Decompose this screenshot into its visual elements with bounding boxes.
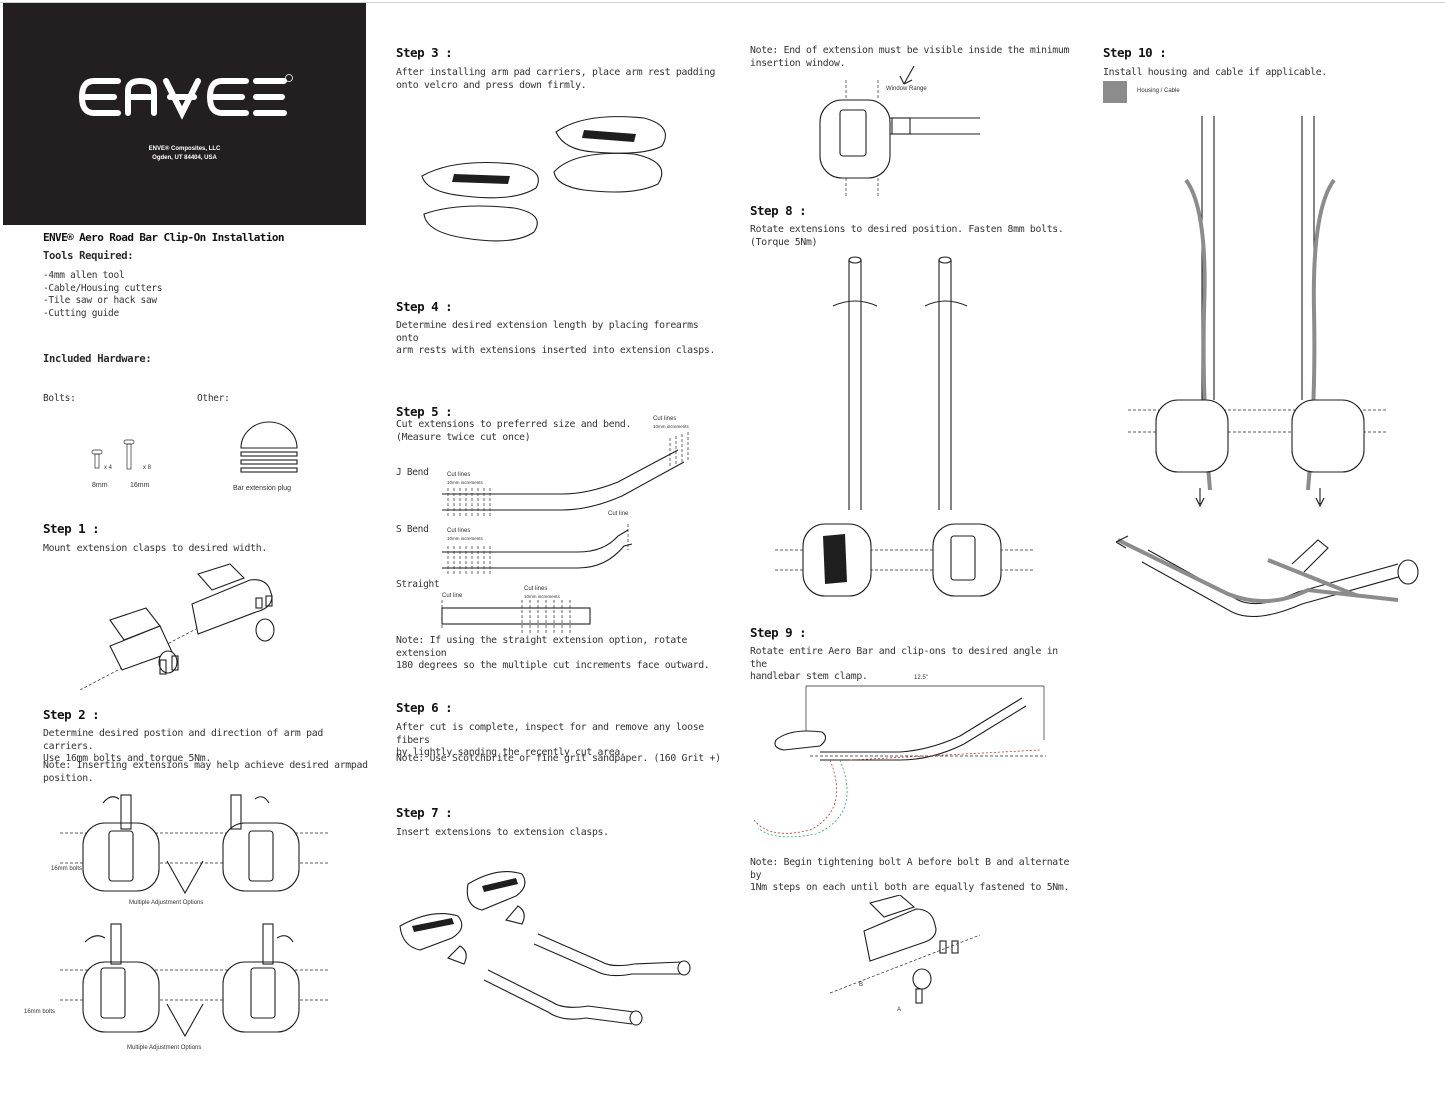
bolt-a-label: A (897, 1007, 902, 1013)
step-3-armrest-illustration (421, 116, 666, 242)
step-6-title: Step 6 : (396, 700, 453, 715)
bolts-illustration (91, 439, 135, 470)
bar-plug-illustration (240, 421, 298, 473)
step-3-text: After installing arm pad carriers, place… (396, 67, 716, 91)
step-4-title: Step 4 : (396, 299, 453, 314)
bolt-16-label: 16mm (130, 482, 150, 489)
s-bend-label: S Bend (396, 524, 429, 535)
step-3-title: Step 3 : (396, 45, 453, 60)
step-9-note: Note: Begin tightening bolt A before bol… (750, 857, 1070, 893)
step-2-bolts-label: 16mm bolts (51, 866, 83, 872)
tool-item: -Cutting guide (43, 307, 119, 319)
j-bend-cut-lines-label: Cut lines (447, 472, 471, 478)
step-8-text: Rotate extensions to desired position. F… (750, 224, 1064, 248)
straight-label: Straight (396, 579, 440, 590)
step-2-armpad-illustration-bottom (60, 923, 330, 1038)
step-6-note: Note: Use Scotchbrite or fine grit sandp… (396, 753, 721, 764)
s-bend-cut-line-label: Cut line (608, 511, 629, 517)
step-7-text: Insert extensions to extension clasps. (396, 827, 609, 838)
step-2-armpad-illustration-top (60, 794, 330, 895)
step-5-note: Note: If using the straight extension op… (396, 635, 710, 671)
window-range-label: Window Range (886, 86, 927, 92)
step-1-title: Step 1 : (43, 521, 100, 536)
straight-cut-lines-label: Cut lines (524, 586, 548, 592)
step-9-text: Rotate entire Aero Bar and clip-ons to d… (750, 646, 1058, 682)
tools-list: -4mm allen tool -Cable/Housing cutters -… (43, 270, 163, 320)
step-8-title: Step 8 : (750, 203, 807, 218)
tools-heading: Tools Required: (43, 250, 134, 262)
company-address: Ogden, UT 84404, USA (152, 155, 217, 161)
j-bend-increments-label: 10mm increments (447, 480, 483, 485)
step-2-note: Note: Inserting extensions may help achi… (43, 760, 368, 784)
step-2-bolts-label-2: 16mm bolts (24, 1009, 56, 1015)
step-7-title: Step 7 : (396, 805, 453, 820)
step-5-title: Step 5 : (396, 404, 453, 419)
step-7-insert-illustration (399, 871, 691, 1026)
s-bend-cut-lines-label: Cut lines (447, 528, 471, 534)
bolts-label: Bolts: (43, 393, 76, 404)
step-1-clasp-illustration (80, 563, 275, 691)
step-9-title: Step 9 : (750, 625, 807, 640)
company-name: ENVE® Composites, LLC (148, 146, 221, 152)
j-bend-label: J Bend (396, 467, 429, 478)
step-9-angle-illustration (753, 685, 1046, 838)
brand-header-panel: ENVE® Composites, LLC Ogden, UT 84404, U… (3, 3, 366, 225)
step-2-options-label: Multiple Adjustment Options (129, 900, 204, 906)
step-7-window-illustration (819, 65, 980, 198)
housing-cable-swatch (1103, 81, 1127, 103)
hardware-heading: Included Hardware: (43, 353, 152, 365)
bar-plug-label: Bar extension plug (233, 485, 291, 492)
j-bend-tip-cut-lines-label: Cut lines (653, 416, 677, 422)
bolt-16-qty: x 8 (143, 465, 152, 471)
top-rule (0, 2, 1445, 3)
s-bend-increments-label: 10mm increments (447, 536, 483, 541)
step-7-window-note: Note: End of extension must be visible i… (750, 45, 1070, 69)
tool-item: -Cable/Housing cutters (43, 282, 163, 294)
step-10-text: Install housing and cable if applicable. (1103, 67, 1327, 78)
step-8-rotate-illustration (775, 256, 1033, 597)
step-5-text: Cut extensions to preferred size and ben… (396, 419, 632, 443)
bolt-8-label: 8mm (92, 482, 108, 489)
straight-increments-label: 10mm increments (524, 594, 560, 599)
step-4-text: Determine desired extension length by pl… (396, 320, 716, 356)
housing-cable-legend-label: Housing / Cable (1137, 88, 1180, 94)
step-10-cable-routing-illustration (1128, 116, 1388, 508)
enve-logo-graphic (78, 74, 293, 120)
step-1-text: Mount extension clasps to desired width. (43, 543, 267, 554)
step-5-extension-diagrams (441, 432, 689, 634)
step-9-bolt-illustration (830, 895, 981, 1004)
other-label: Other: (197, 393, 230, 404)
straight-cut-line-label: Cut line (442, 593, 463, 599)
step-2-title: Step 2 : (43, 707, 100, 722)
bolt-8-qty: x 4 (104, 465, 113, 471)
step-9-measure-label: 12.5" (914, 675, 928, 681)
step-2-options-label-2: Multiple Adjustment Options (127, 1045, 202, 1051)
step-6-text: After cut is complete, inspect for and r… (396, 722, 704, 758)
j-bend-tip-increments-label: 10mm increments (653, 424, 689, 429)
step-10-title: Step 10 : (1103, 45, 1167, 60)
tool-item: -Tile saw or hack saw (43, 295, 157, 306)
page-title: ENVE® Aero Road Bar Clip-On Installation (43, 231, 285, 244)
tool-item: -4mm allen tool (43, 270, 125, 281)
step-10-cable-exit-illustration (1115, 535, 1419, 617)
bolt-b-label: B (859, 982, 864, 988)
step-2-text: Determine desired postion and direction … (43, 728, 323, 764)
